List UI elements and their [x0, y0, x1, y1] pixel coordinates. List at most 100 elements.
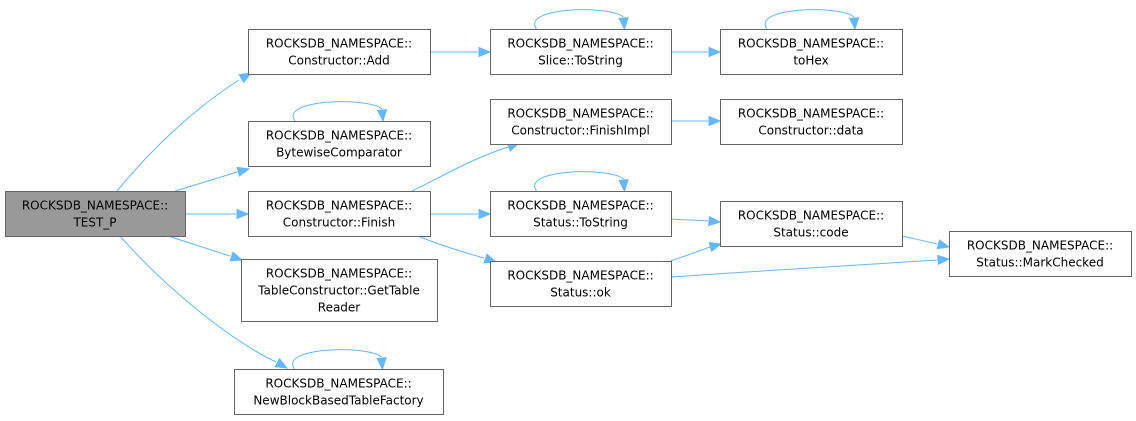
node-label-line: Reader [318, 301, 361, 315]
node-label-line: ROCKSDB_NAMESPACE:: [507, 37, 653, 51]
node-label-line: ROCKSDB_NAMESPACE:: [738, 209, 884, 223]
node-label-line: ROCKSDB_NAMESPACE:: [738, 37, 884, 51]
node-constructor-finish[interactable]: ROCKSDB_NAMESPACE::Constructor::Finish [248, 191, 431, 237]
arrowhead-icon [274, 357, 289, 369]
arrowhead-icon [708, 241, 723, 253]
edge-line [534, 9, 624, 30]
arrowhead-icon [848, 17, 860, 31]
arrowhead-icon [708, 115, 722, 127]
edge-status_code-to-mark_checked [901, 235, 951, 250]
edge-constructor_add-to-slice_tostring [430, 46, 492, 58]
edge-line [292, 349, 382, 370]
node-box [5, 191, 186, 237]
edge-line [167, 235, 231, 257]
edge-test_p-to-constructor_finish [185, 208, 250, 220]
node-status-tostring[interactable]: ROCKSDB_NAMESPACE::Status::ToString [490, 191, 672, 237]
edge-line [901, 235, 938, 245]
edge-line [764, 9, 855, 30]
arrowhead-icon [936, 239, 951, 250]
arrowhead-icon [708, 46, 722, 58]
edge-line [670, 218, 709, 222]
node-label-line: ROCKSDB_NAMESPACE:: [507, 107, 653, 121]
node-box [720, 99, 903, 145]
arrowhead-icon [618, 179, 629, 193]
node-status-code[interactable]: ROCKSDB_NAMESPACE::Status::code [720, 201, 903, 247]
node-box [248, 29, 431, 75]
arrowhead-icon [478, 46, 492, 58]
arrowhead-icon [937, 254, 951, 266]
node-status-ok[interactable]: ROCKSDB_NAMESPACE::Status::ok [490, 261, 672, 307]
node-box [248, 121, 431, 167]
arrowhead-icon [618, 17, 629, 31]
edge-constructor_finish-to-status_ok [417, 235, 498, 264]
node-label-line: Status::MarkChecked [976, 256, 1103, 270]
node-label-line: Status::ok [550, 286, 611, 300]
node-label-line: Slice::ToString [538, 54, 623, 68]
edge-line [119, 235, 277, 363]
node-finish-impl[interactable]: ROCKSDB_NAMESPACE::Constructor::FinishIm… [490, 99, 672, 145]
node-test-p[interactable]: ROCKSDB_NAMESPACE::TEST_P [5, 191, 186, 237]
arrowhead-icon [236, 166, 251, 177]
edge-line [534, 171, 624, 192]
arrowhead-icon [376, 109, 388, 123]
nodes-layer: ROCKSDB_NAMESPACE::TEST_PROCKSDB_NAMESPA… [5, 29, 1132, 415]
node-label-line: ROCKSDB_NAMESPACE:: [266, 37, 412, 51]
node-box [490, 191, 672, 237]
node-label-line: BytewiseComparator [276, 146, 402, 160]
node-box [490, 261, 672, 307]
node-box [234, 369, 444, 415]
edge-status_ok-to-mark_checked [670, 254, 951, 278]
node-box [248, 191, 431, 237]
edge-line [669, 246, 711, 262]
node-bytewise-comparator[interactable]: ROCKSDB_NAMESPACE::BytewiseComparator [248, 121, 431, 167]
edge-test_p-to-get_table_reader [167, 235, 244, 262]
arrowhead-icon [236, 208, 250, 220]
arrowhead-icon [376, 357, 387, 371]
arrowhead-icon [478, 208, 492, 220]
node-label-line: Status::code [773, 226, 848, 240]
node-slice-tostring[interactable]: ROCKSDB_NAMESPACE::Slice::ToString [490, 29, 672, 75]
edges-layer [116, 9, 951, 371]
node-label-line: ROCKSDB_NAMESPACE:: [967, 239, 1113, 253]
edge-line [411, 146, 509, 192]
node-label-line: ROCKSDB_NAMESPACE:: [507, 199, 653, 213]
edge-test_p-to-bytewise_comparator [174, 166, 251, 192]
edge-line [174, 171, 238, 192]
node-label-line: ROCKSDB_NAMESPACE:: [266, 267, 412, 281]
node-label-line: TEST_P [72, 216, 116, 230]
node-constructor-data[interactable]: ROCKSDB_NAMESPACE::Constructor::data [720, 99, 903, 145]
edge-test_p-to-constructor_add [116, 72, 253, 192]
node-label-line: Constructor::Finish [283, 216, 395, 230]
node-label-line: NewBlockBasedTableFactory [253, 394, 423, 408]
node-label-line: Status::ToString [533, 216, 628, 230]
node-label-line: ROCKSDB_NAMESPACE:: [266, 129, 412, 143]
node-constructor-add[interactable]: ROCKSDB_NAMESPACE::Constructor::Add [248, 29, 431, 75]
node-box [949, 231, 1132, 277]
edge-constructor_finish-to-status_tostring [430, 208, 492, 220]
edge-line [417, 235, 485, 259]
node-label-line: ROCKSDB_NAMESPACE:: [265, 377, 411, 391]
node-new-block-based-table-factory[interactable]: ROCKSDB_NAMESPACE::NewBlockBasedTableFac… [234, 369, 444, 415]
node-box [720, 201, 903, 247]
node-box [490, 99, 672, 145]
edge-slice_tostring-to-slice_tostring [534, 9, 629, 31]
arrowhead-icon [708, 215, 722, 227]
arrowhead-icon [229, 251, 244, 262]
node-label-line: Constructor::Add [288, 54, 390, 68]
node-label-line: ROCKSDB_NAMESPACE:: [507, 269, 653, 283]
node-tohex[interactable]: ROCKSDB_NAMESPACE::toHex [720, 29, 903, 75]
edge-tohex-to-tohex [764, 9, 860, 31]
edge-bytewise_comparator-to-bytewise_comparator [292, 101, 388, 123]
node-label-line: ROCKSDB_NAMESPACE:: [266, 199, 412, 213]
node-label-line: TableConstructor::GetTable [257, 284, 420, 298]
node-label-line: toHex [793, 54, 828, 68]
edge-line [670, 259, 938, 278]
edge-status_tostring-to-status_code [670, 215, 722, 227]
edge-status_tostring-to-status_tostring [534, 171, 629, 193]
node-get-table-reader[interactable]: ROCKSDB_NAMESPACE::TableConstructor::Get… [241, 259, 438, 322]
edge-status_ok-to-status_code [669, 241, 723, 262]
node-mark-checked[interactable]: ROCKSDB_NAMESPACE::Status::MarkChecked [949, 231, 1132, 277]
node-label-line: Constructor::FinishImpl [511, 124, 650, 138]
arrowhead-icon [238, 72, 253, 84]
